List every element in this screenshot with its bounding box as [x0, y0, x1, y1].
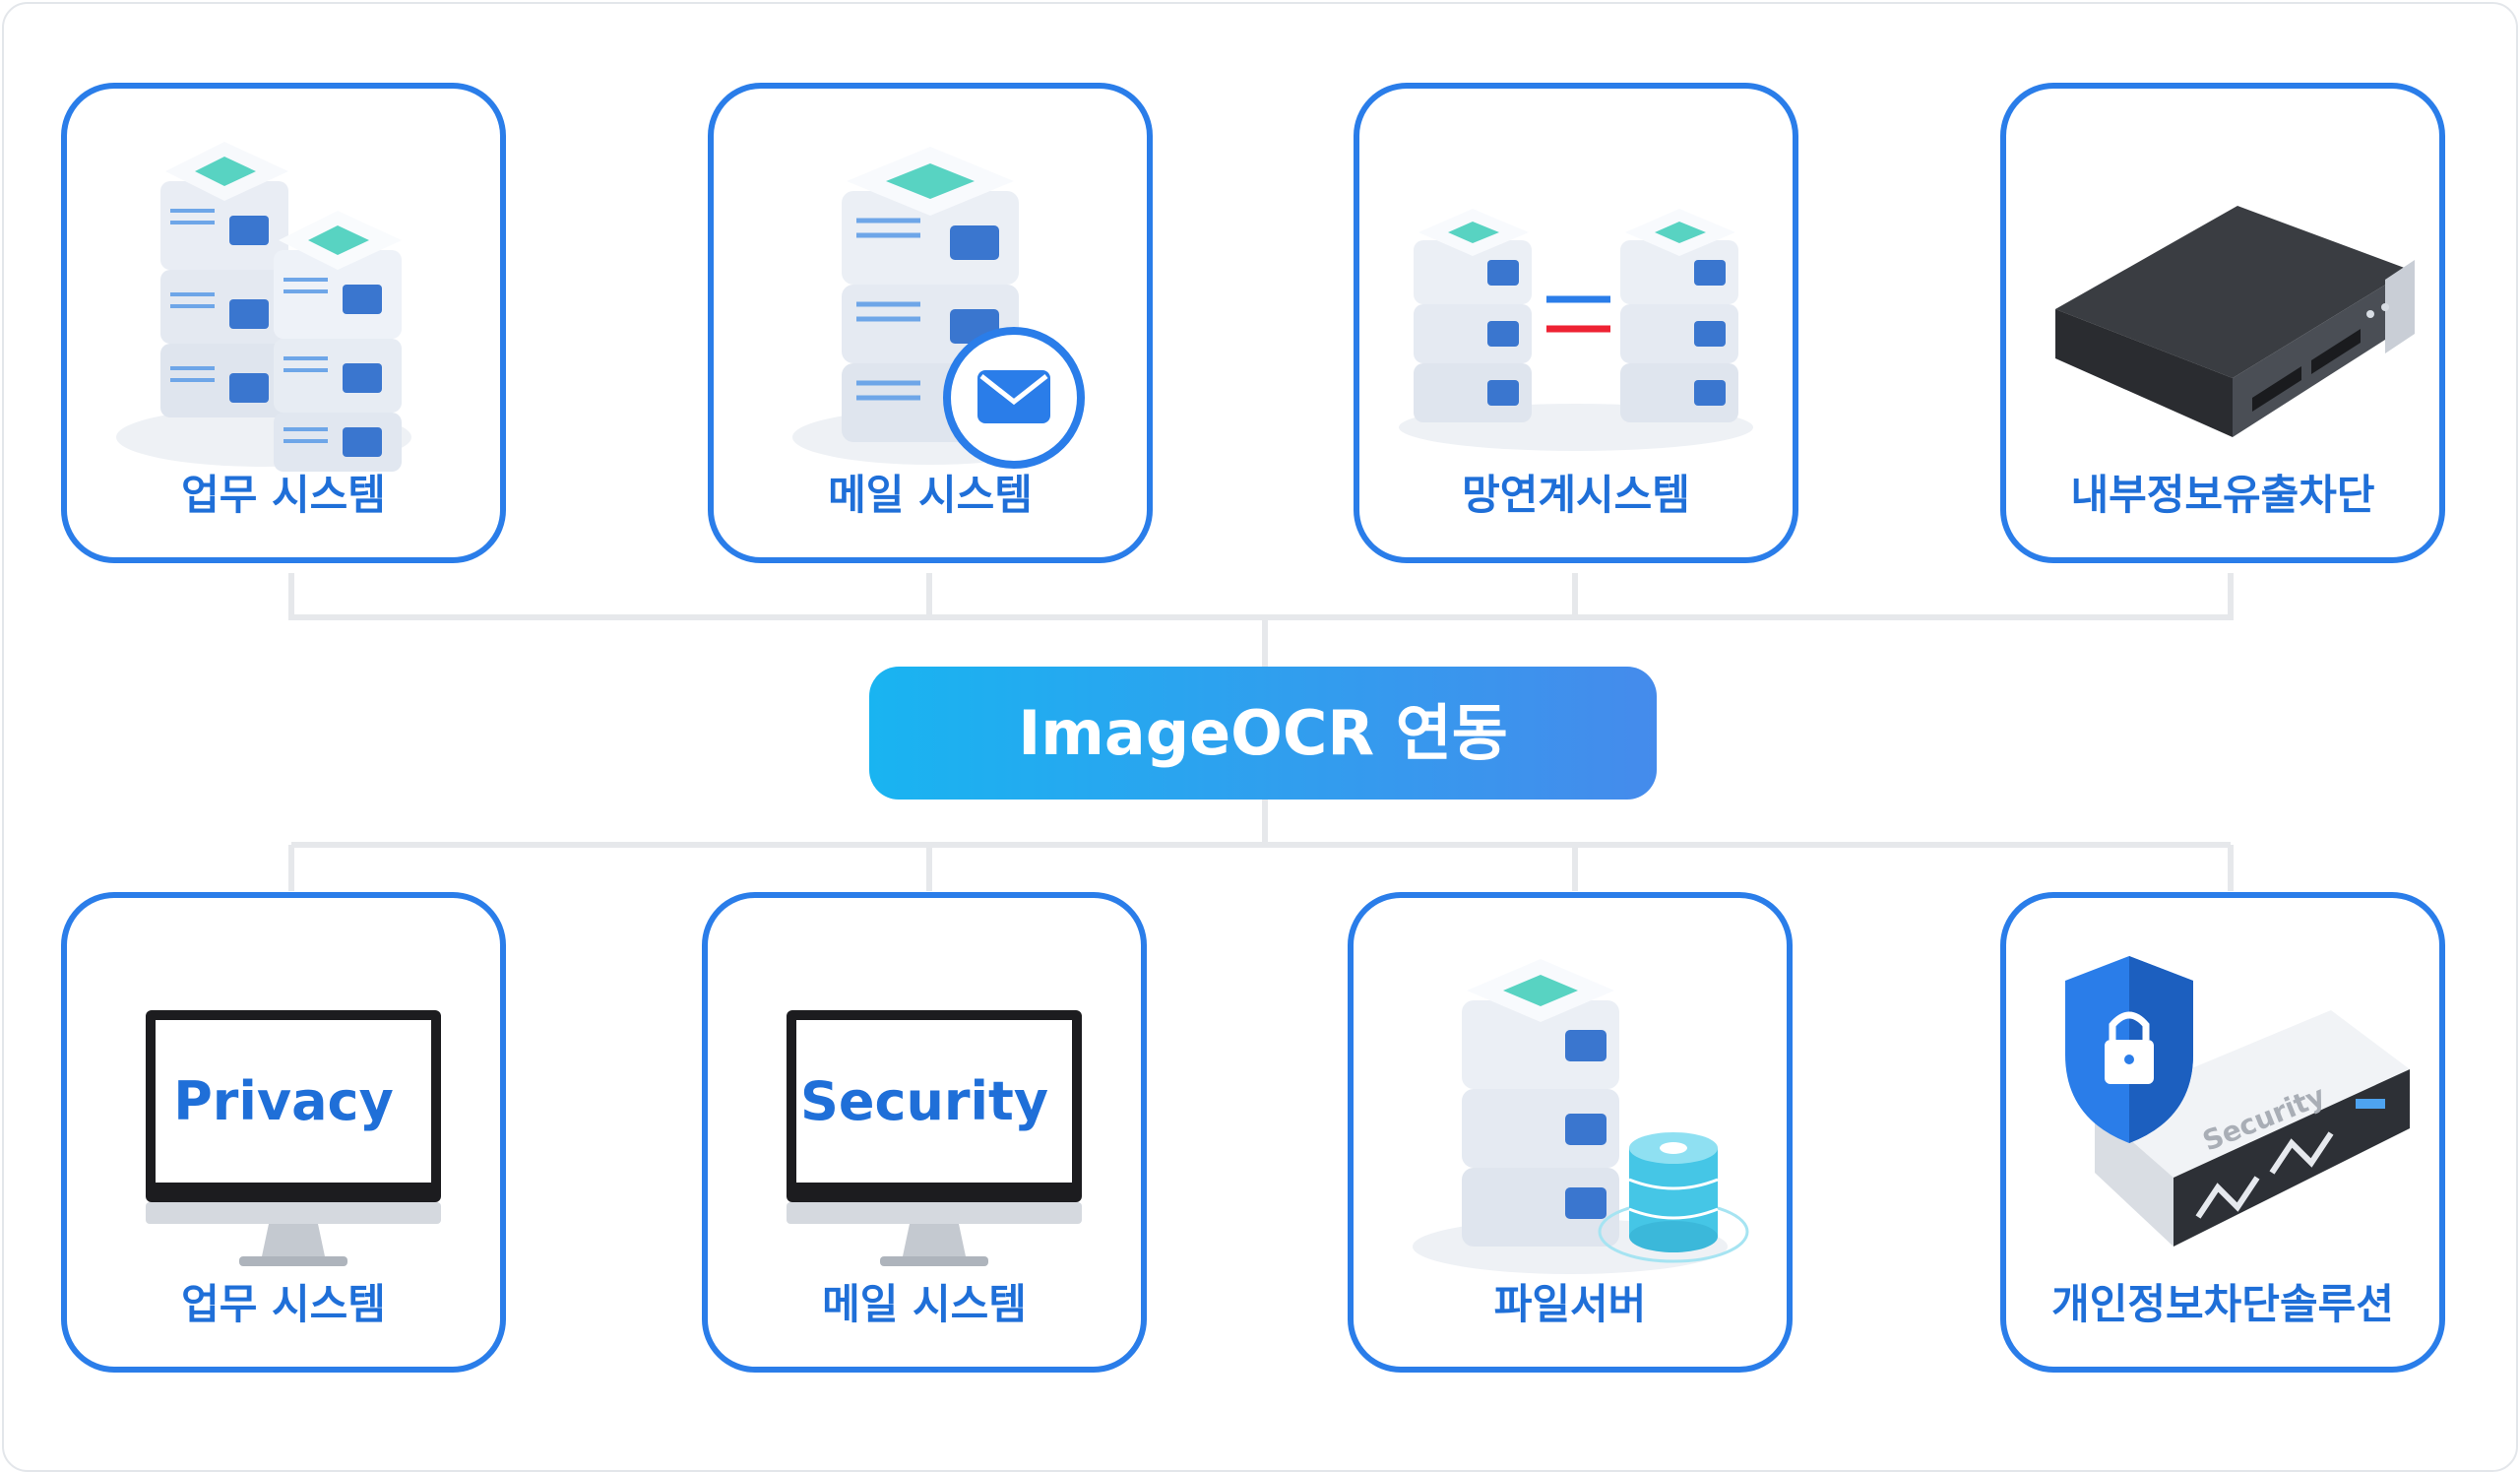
rack-appliance-icon	[2055, 206, 2415, 437]
monitor-icon	[146, 1010, 441, 1266]
monitor-screen-text: Privacy	[173, 1070, 394, 1132]
node-mail-system-top: 메일 시스템	[708, 83, 1153, 563]
security-appliance-shield-icon	[2065, 956, 2410, 1247]
node-network-link-system: 망연계시스템	[1354, 83, 1798, 563]
hub-label: ImageOCR 연동	[1018, 697, 1508, 769]
node-label: 내부정보유출차단	[2070, 471, 2375, 519]
node-business-system-top: 업무 시스템	[61, 83, 506, 563]
node-label: 망연계시스템	[1462, 471, 1690, 519]
node-internal-leak-block: 내부정보유출차단	[2000, 83, 2445, 563]
node-label: 파일서버	[1493, 1280, 1647, 1328]
node-label: 개인정보차단솔루션	[2051, 1280, 2394, 1328]
server-cluster-icon	[116, 142, 411, 472]
mail-server-icon	[792, 147, 1085, 469]
file-server-database-icon	[1413, 959, 1749, 1274]
node-privacy-block-solution: Security 개인정보차단솔루션	[2000, 892, 2445, 1373]
imageocr-hub: ImageOCR 연동	[869, 667, 1657, 800]
node-mail-system-bottom: Security 메일 시스템	[702, 892, 1147, 1373]
monitor-icon	[787, 1010, 1082, 1266]
monitor-screen-text: Security	[799, 1070, 1049, 1132]
node-label: 업무 시스템	[181, 471, 386, 519]
network-link-servers-icon	[1399, 209, 1753, 451]
node-label: 메일 시스템	[822, 1280, 1027, 1328]
node-file-server: 파일서버	[1348, 892, 1793, 1373]
node-label: 업무 시스템	[181, 1280, 386, 1328]
node-label: 메일 시스템	[828, 471, 1033, 519]
node-business-system-bottom: Privacy 업무 시스템	[61, 892, 506, 1373]
